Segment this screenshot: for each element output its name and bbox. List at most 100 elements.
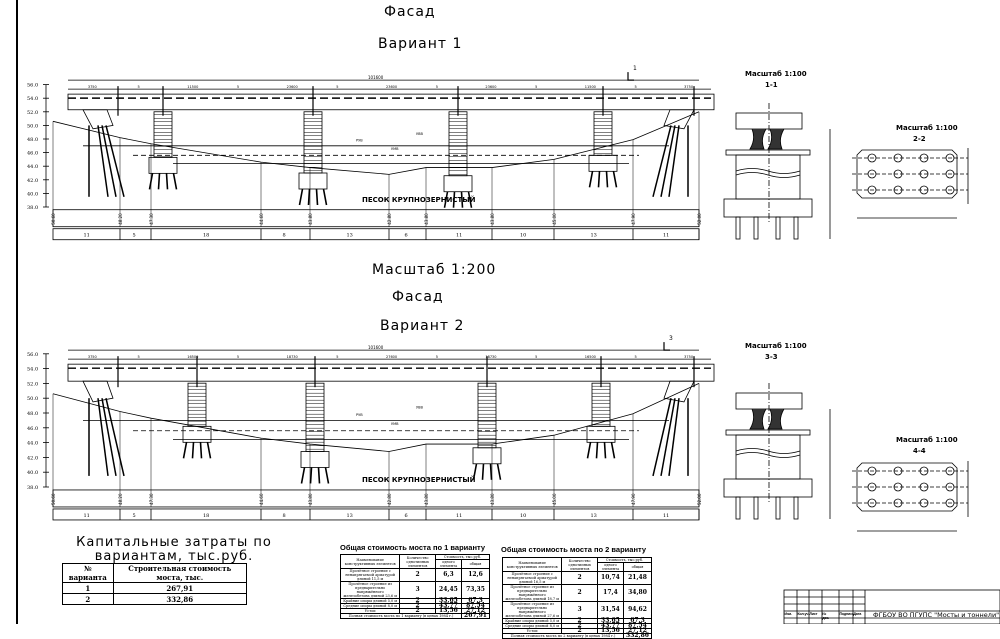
span-dimension: 5: [237, 85, 239, 89]
cell: 6,3: [434, 568, 463, 582]
layer-thickness: 13: [347, 513, 353, 519]
pier-pile: [309, 467, 313, 484]
cell: 13,56: [434, 608, 463, 614]
cell: Пролётное строение из предварительно нап…: [501, 584, 563, 602]
beam-ribs: [749, 408, 785, 430]
pier-pile: [191, 442, 195, 459]
cell: Крайние опоры длиной 5,0 м: [501, 618, 563, 624]
cap-beam: [725, 149, 811, 156]
pier-footing: [148, 156, 178, 174]
water-level-label: УМВ: [391, 422, 399, 426]
cell: 21,48: [623, 571, 652, 585]
scale-label: 44.0: [27, 441, 38, 447]
elevation-label: 43.80: [308, 213, 313, 225]
scale-label: 40.0: [27, 470, 38, 476]
section-name: 4-4: [913, 447, 926, 455]
scale-label: 56.0: [27, 352, 38, 358]
span-dimension: 16500: [585, 355, 596, 359]
span-dimension: 5: [336, 85, 338, 89]
layer-thickness: 6: [405, 513, 408, 519]
elevation-label: 52.00: [697, 213, 702, 225]
pier-column: [448, 111, 468, 177]
span-dimension: 3750: [88, 355, 97, 359]
cell: 24,45: [434, 581, 463, 599]
layer-thickness: 13: [591, 513, 597, 519]
layer-thickness: 18: [203, 233, 209, 239]
soil-label-1: ПЕСОК КРУПНОЗЕРНИСТЫЙ: [362, 196, 476, 204]
scale-label: 38.0: [27, 205, 38, 211]
variant-title-2: Вариант 2: [380, 318, 465, 334]
water-level-label: УВВ: [416, 406, 424, 410]
section-name: 2-2: [913, 135, 926, 143]
abutment-pile: [97, 398, 109, 476]
layer-thickness: 5: [133, 513, 136, 519]
cell: 34,80: [623, 584, 652, 602]
pier-pile: [588, 171, 594, 188]
pier-pile: [467, 191, 473, 208]
pier-footing: [182, 425, 212, 443]
total-row: Полная стоимость моста по 2 варианту (в …: [501, 633, 652, 639]
pile: [753, 216, 759, 240]
elevation-label: 47.30: [149, 213, 154, 225]
cell: Пролётное строение из предварительно нап…: [501, 601, 563, 619]
section-mark-label: 3: [669, 335, 673, 342]
layer-thickness: 13: [347, 233, 353, 239]
cell: 13,56: [596, 628, 625, 634]
span-dimension: 23600: [485, 85, 496, 89]
scale-label: 52.0: [27, 381, 38, 387]
layer-thickness: 6: [405, 233, 408, 239]
pile: [793, 496, 799, 520]
elevation-label: 48.20: [118, 493, 123, 505]
span-dimension: 5: [336, 355, 338, 359]
scale-label: 46.0: [27, 426, 38, 432]
column-header: одного элемента: [434, 559, 463, 569]
scale-label: 40.0: [27, 191, 38, 197]
elevation-label: 52.00: [697, 493, 702, 505]
scale-label: 42.0: [27, 178, 38, 184]
pier-column: [153, 111, 173, 158]
cell: 2: [62, 593, 114, 605]
span-dimension: 5: [535, 355, 537, 359]
organization-name: ФГБОУ ВО ПГУПС "Мосты и тоннели": [873, 611, 1000, 619]
span-dimension: 5: [634, 85, 636, 89]
pier-pile: [472, 463, 478, 480]
scale-label: 48.0: [27, 411, 38, 417]
elevation-label: 42.80: [387, 213, 392, 225]
span-dimension: 5: [138, 85, 140, 89]
elevation-label: 43.80: [490, 493, 495, 505]
section-mark: [627, 72, 634, 81]
abutment-pile: [101, 398, 117, 477]
abutment: [82, 109, 114, 130]
abutment-pile: [105, 125, 125, 197]
pier-footing: [588, 154, 618, 172]
layer-thickness: 11: [84, 233, 90, 239]
pier-pile: [586, 442, 592, 459]
abutment-pile: [97, 125, 109, 197]
pier-pile: [443, 191, 449, 208]
cell: Средние опоры длиной 8,0 м: [501, 623, 563, 629]
elevation-label: 42.80: [387, 493, 392, 505]
cell: Пролётное строение с ненапрягаемой армат…: [501, 571, 563, 585]
cell: Пролётное строение с ненапрягаемой армат…: [339, 568, 401, 582]
layer-thickness: 8: [283, 513, 286, 519]
overall-dimension: 101600: [368, 75, 384, 80]
elevation-row: [52, 489, 700, 508]
footing-plan: [856, 149, 958, 199]
pile: [793, 216, 799, 240]
span-dimension: 23600: [287, 85, 298, 89]
elevation-row: [52, 209, 700, 228]
elevation-label: 47.90: [631, 493, 636, 505]
section-scale: Масштаб 1:100: [745, 342, 807, 350]
section-mark-label: 1: [633, 65, 637, 72]
title-block-column: № док.: [822, 612, 830, 620]
pier-pile: [315, 188, 319, 206]
elevation-label: 43.80: [490, 213, 495, 225]
cell: 3: [399, 581, 436, 599]
cell: 17,4: [596, 584, 625, 602]
facade-variant-2: 56.054.052.050.048.046.044.042.040.038.0…: [27, 335, 715, 521]
span-dimension: 3750: [684, 85, 693, 89]
column-header: общая: [461, 559, 490, 569]
table-row: Пролётное строение с ненапрягаемой армат…: [501, 571, 652, 585]
